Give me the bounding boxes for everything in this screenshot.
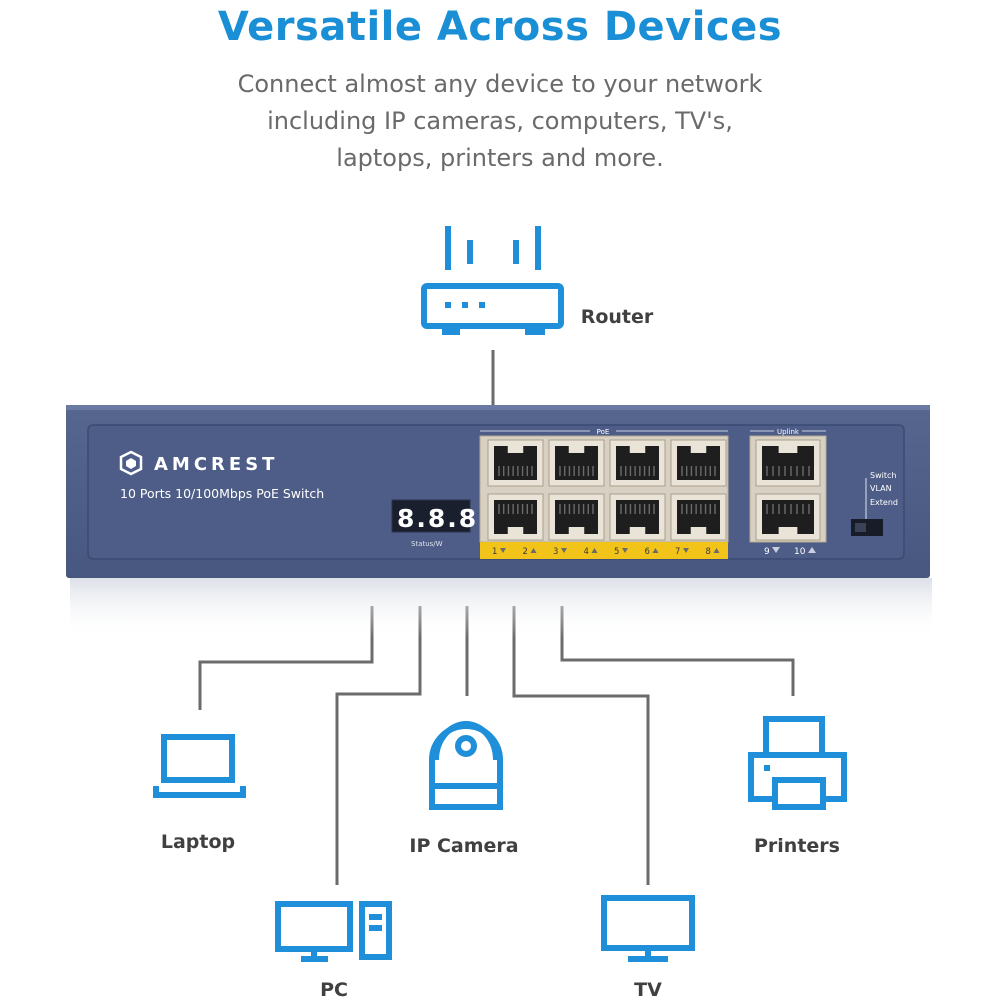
poe-port-number: 4 (584, 547, 589, 557)
rj45-port (609, 439, 666, 487)
uplink-port-number: 10 (794, 547, 806, 557)
pc-icon (275, 901, 392, 962)
mode-switch: Switch VLAN Extend (851, 471, 898, 536)
laptop-label: Laptop (160, 831, 236, 853)
subtitle-line: laptops, printers and more. (336, 144, 664, 172)
tv-label: TV (634, 979, 662, 1001)
poe-port-number: 1 (492, 547, 497, 557)
subtitle-line: Connect almost any device to your networ… (237, 70, 763, 98)
mode-label: VLAN (870, 484, 892, 493)
rj45-port (755, 439, 821, 487)
poe-port-number: 7 (675, 547, 680, 557)
uplink-port-number: 9 (764, 547, 770, 557)
switch-shadow (70, 578, 932, 638)
pc-label: PC (320, 979, 348, 1001)
uplink-label: Uplink (777, 428, 800, 436)
rj45-port (548, 439, 605, 487)
poe-ports (487, 439, 727, 541)
tv-icon (601, 895, 695, 962)
poe-port-number: 3 (553, 547, 558, 557)
poe-port-number: 8 (706, 547, 711, 557)
uplink-ports (755, 439, 821, 541)
status-display (391, 499, 471, 533)
rj45-port (670, 439, 727, 487)
pc-connector (335, 606, 422, 885)
display-digits: 8.8.8. (397, 504, 490, 533)
laptop-icon (153, 734, 246, 798)
poe-number-strip (480, 542, 728, 559)
rj45-port (487, 439, 544, 487)
subtitle-line: including IP cameras, computers, TV's, (267, 107, 733, 135)
switch-model: 10 Ports 10/100Mbps PoE Switch (120, 486, 324, 501)
ip-camera-label: IP Camera (409, 835, 519, 857)
poe-label: PoE (597, 428, 610, 436)
ip-camera-icon (429, 721, 503, 810)
poe-port-number: 2 (523, 547, 528, 557)
tv-connector (512, 606, 650, 885)
poe-switch: AMCREST 10 Ports 10/100Mbps PoE Switch 8… (66, 405, 930, 578)
router-icon (421, 226, 564, 335)
amcrest-logo: AMCREST (119, 450, 278, 476)
rj45-port (609, 493, 666, 541)
rj45-port (487, 493, 544, 541)
rj45-port (755, 493, 821, 541)
printers-label: Printers (754, 835, 840, 857)
rj45-port (548, 493, 605, 541)
mode-label: Switch (870, 471, 896, 480)
brand-name: AMCREST (154, 454, 278, 475)
poe-port-numbers: 1 2 3 4 5 6 7 8 (492, 547, 720, 557)
rj45-port (670, 493, 727, 541)
page-title: Versatile Across Devices (217, 4, 783, 50)
page-subtitle: Connect almost any device to your networ… (200, 66, 800, 177)
router-label: Router (580, 306, 654, 328)
poe-port-number: 6 (645, 547, 650, 557)
mode-label: Extend (870, 498, 898, 507)
poe-port-number: 5 (614, 547, 619, 557)
display-label: Status/W (411, 540, 443, 548)
printer-icon (748, 716, 847, 810)
